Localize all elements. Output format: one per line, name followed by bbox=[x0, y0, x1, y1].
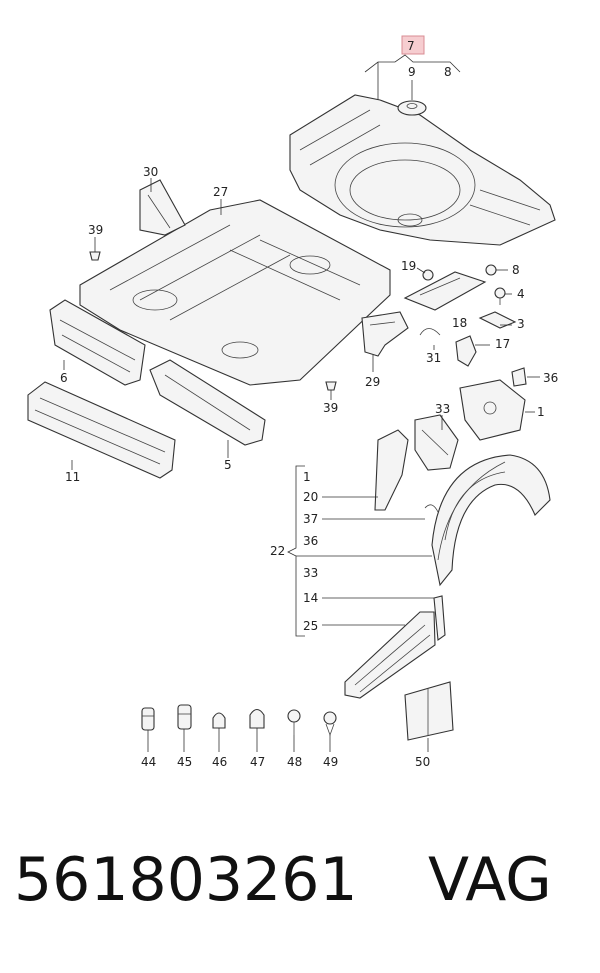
callout-25: 25 bbox=[303, 619, 318, 633]
part-nut-8 bbox=[485, 264, 497, 276]
callout-30: 30 bbox=[143, 165, 158, 179]
part-bracket-1 bbox=[459, 379, 526, 441]
part-clip-39b bbox=[325, 381, 337, 391]
callout-1-top: 1 bbox=[537, 405, 545, 419]
callout-36-top: 36 bbox=[543, 371, 558, 385]
callout-17: 17 bbox=[495, 337, 510, 351]
callout-48: 48 bbox=[287, 755, 302, 769]
part-fastener-49 bbox=[323, 711, 337, 737]
callout-19: 19 bbox=[401, 259, 416, 273]
callout-22: 22 bbox=[270, 544, 285, 558]
part-member-5 bbox=[149, 359, 266, 446]
part-nut-19 bbox=[422, 269, 434, 281]
callout-37: 37 bbox=[303, 512, 318, 526]
part-spare-wheel-well bbox=[289, 94, 556, 246]
callout-39-center: 39 bbox=[323, 401, 338, 415]
callout-labels: 7 8 9 30 27 39 19 8 4 18 3 31 17 36 29 3… bbox=[60, 39, 558, 769]
callout-6: 6 bbox=[60, 371, 68, 385]
callout-11: 11 bbox=[65, 470, 80, 484]
part-wheel-arch-22 bbox=[431, 454, 551, 587]
callout-14: 14 bbox=[303, 591, 318, 605]
callout-5: 5 bbox=[224, 458, 232, 472]
callout-45: 45 bbox=[177, 755, 192, 769]
callout-39-left: 39 bbox=[88, 223, 103, 237]
callout-8-top: 8 bbox=[444, 65, 452, 79]
part-fastener-47 bbox=[249, 708, 265, 729]
callout-44: 44 bbox=[141, 755, 156, 769]
callout-46: 46 bbox=[212, 755, 227, 769]
part-crossmember-6 bbox=[49, 299, 146, 386]
callout-1-list: 1 bbox=[303, 470, 311, 484]
callout-33-top: 33 bbox=[435, 402, 450, 416]
part-pad-50 bbox=[404, 681, 454, 741]
part-number: 561803261 bbox=[14, 845, 358, 915]
part-bracket-33 bbox=[414, 414, 459, 471]
part-clip-37 bbox=[424, 504, 439, 513]
part-pillar-20 bbox=[374, 429, 409, 511]
part-bracket-29 bbox=[361, 311, 409, 357]
callout-4: 4 bbox=[517, 287, 525, 301]
callout-50: 50 bbox=[415, 755, 430, 769]
callout-3: 3 bbox=[517, 317, 525, 331]
callout-31: 31 bbox=[426, 351, 441, 365]
part-sill-25 bbox=[344, 611, 436, 699]
callout-36-list: 36 bbox=[303, 534, 318, 548]
part-fastener-45 bbox=[177, 704, 192, 730]
part-cap-36 bbox=[511, 367, 527, 387]
part-clip-31 bbox=[419, 328, 441, 336]
part-screw-4 bbox=[494, 287, 506, 305]
part-clip-39a bbox=[89, 251, 101, 261]
part-bracket-3 bbox=[478, 311, 517, 329]
part-plate-18 bbox=[403, 271, 487, 311]
part-fastener-44 bbox=[141, 707, 155, 731]
part-cross-panel-11 bbox=[27, 381, 176, 479]
part-spare-wheel-bolt bbox=[397, 100, 427, 116]
callout-47: 47 bbox=[250, 755, 265, 769]
footer: 561803261 VAG bbox=[0, 845, 600, 945]
callout-8-right: 8 bbox=[512, 263, 520, 277]
part-bracket-17 bbox=[455, 335, 477, 367]
brand-name: VAG bbox=[428, 845, 552, 915]
callout-49: 49 bbox=[323, 755, 338, 769]
callout-33-list: 33 bbox=[303, 566, 318, 580]
leader-lines bbox=[63, 54, 540, 752]
callout-20: 20 bbox=[303, 490, 318, 504]
part-fastener-46 bbox=[212, 712, 226, 729]
callout-27: 27 bbox=[213, 185, 228, 199]
highlight-box-7 bbox=[401, 35, 425, 55]
callout-9: 9 bbox=[408, 65, 416, 79]
callout-18: 18 bbox=[452, 316, 467, 330]
part-fastener-48 bbox=[287, 709, 301, 735]
callout-7: 7 bbox=[407, 39, 415, 53]
callout-29: 29 bbox=[365, 375, 380, 389]
part-bracket-30 bbox=[139, 179, 186, 236]
part-bracket-14 bbox=[433, 595, 446, 642]
part-floor-pan bbox=[79, 199, 391, 386]
